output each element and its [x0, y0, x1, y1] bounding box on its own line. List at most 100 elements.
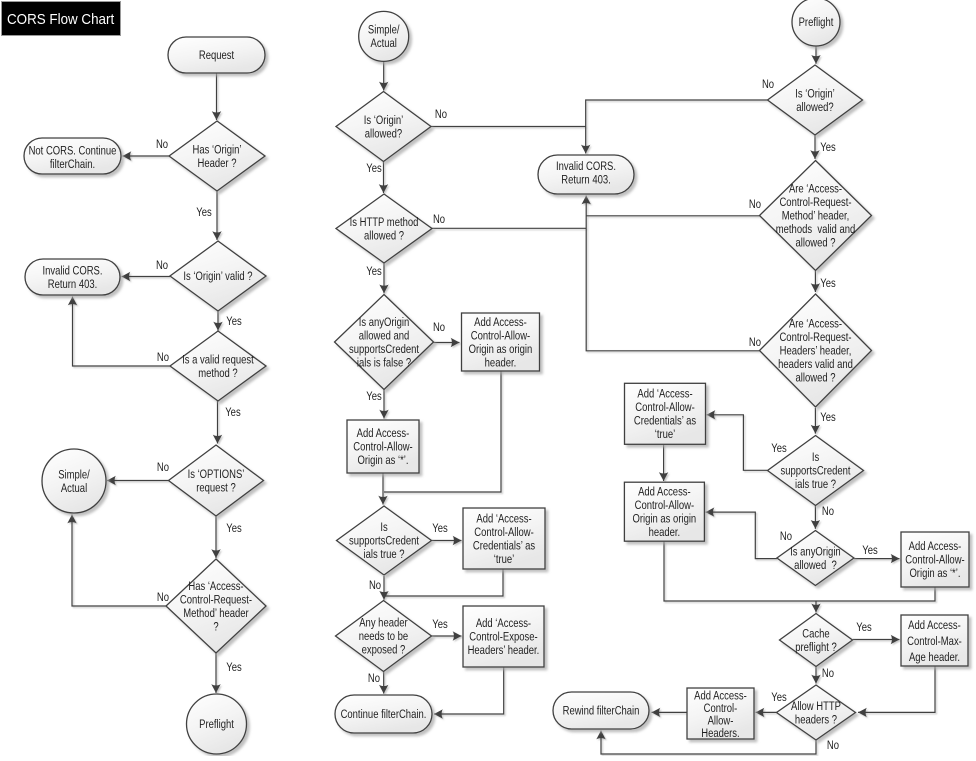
svg-text:Invalid CORS.: Invalid CORS. [43, 264, 103, 277]
svg-text:Control-Expose-: Control-Expose- [469, 631, 538, 644]
svg-text:No: No [822, 505, 834, 518]
svg-text:Is ‘Origin’ valid ?: Is ‘Origin’ valid ? [183, 270, 252, 283]
svg-text:Is: Is [380, 521, 388, 534]
svg-text:No: No [435, 108, 447, 121]
svg-text:?: ? [213, 620, 218, 633]
svg-text:Yes: Yes [432, 618, 448, 631]
svg-text:Control-: Control- [704, 702, 738, 715]
svg-text:Add ‘Access-: Add ‘Access- [476, 512, 532, 525]
svg-text:Control-Allow-: Control-Allow- [635, 401, 695, 414]
svg-text:Not CORS. Continue: Not CORS. Continue [29, 145, 117, 158]
svg-text:CORS Flow Chart: CORS Flow Chart [7, 11, 114, 28]
svg-text:Has ‘Access-: Has ‘Access- [188, 580, 244, 593]
svg-text:Yes: Yes [196, 206, 212, 219]
svg-text:Is a valid request: Is a valid request [182, 353, 254, 366]
svg-text:Control-Request-: Control-Request- [779, 331, 851, 344]
svg-text:Origin as ‘*’.: Origin as ‘*’. [357, 454, 408, 467]
svg-text:‘true’: ‘true’ [655, 428, 676, 441]
svg-text:Control-Allow-: Control-Allow- [905, 554, 965, 567]
svg-text:Are ‘Access-: Are ‘Access- [789, 183, 842, 196]
svg-text:Continue filterChain.: Continue filterChain. [341, 708, 427, 721]
svg-text:Control-Max-: Control-Max- [907, 635, 962, 648]
svg-text:allowed ?: allowed ? [364, 229, 404, 242]
svg-text:Method’ header: Method’ header [183, 607, 249, 620]
svg-text:Return 403.: Return 403. [48, 278, 97, 291]
svg-text:ials true ?: ials true ? [795, 478, 836, 491]
svg-text:Is ‘Origin’: Is ‘Origin’ [364, 114, 403, 127]
svg-text:Any header: Any header [359, 617, 408, 630]
svg-text:No: No [157, 461, 169, 474]
svg-text:Yes: Yes [226, 522, 242, 535]
svg-text:supportsCredent: supportsCredent [781, 465, 851, 478]
svg-text:allowed ?: allowed ? [796, 372, 836, 385]
svg-text:No: No [827, 739, 839, 752]
svg-text:ials true ?: ials true ? [363, 548, 404, 561]
svg-text:allowed ?: allowed ? [796, 237, 836, 250]
svg-text:Yes: Yes [820, 277, 836, 290]
svg-text:Add Access-: Add Access- [908, 619, 961, 632]
svg-text:Add ‘Access-: Add ‘Access- [637, 388, 693, 401]
svg-text:header.: header. [485, 356, 517, 369]
svg-text:Origin as origin: Origin as origin [633, 513, 697, 526]
svg-text:Yes: Yes [820, 411, 836, 424]
svg-text:No: No [156, 259, 168, 272]
svg-text:No: No [762, 78, 774, 91]
svg-text:Yes: Yes [226, 315, 242, 328]
svg-text:Control-Allow-: Control-Allow- [635, 499, 695, 512]
svg-text:Method’ header,: Method’ header, [782, 210, 850, 223]
svg-text:Allow HTTP: Allow HTTP [791, 700, 841, 713]
svg-text:Actual: Actual [371, 37, 397, 50]
svg-text:headers ?: headers ? [795, 713, 837, 726]
svg-text:Credentials’ as: Credentials’ as [473, 539, 536, 552]
svg-text:Allow-: Allow- [708, 715, 734, 728]
svg-text:preflight ?: preflight ? [795, 641, 837, 654]
svg-text:exposed ?: exposed ? [362, 644, 406, 657]
svg-text:Cache: Cache [802, 627, 829, 640]
svg-text:Is anyOrigin: Is anyOrigin [790, 545, 841, 558]
svg-text:Yes: Yes [856, 621, 872, 634]
svg-text:Rewind filterChain: Rewind filterChain [563, 705, 640, 718]
svg-text:allowed ?: allowed ? [794, 559, 837, 572]
svg-text:Return 403.: Return 403. [561, 174, 610, 187]
svg-text:Origin as ‘*’.: Origin as ‘*’. [909, 567, 960, 580]
svg-text:headers valid and: headers valid and [778, 358, 853, 371]
svg-text:Control-Allow-: Control-Allow- [353, 441, 413, 454]
svg-text:header.: header. [649, 526, 681, 539]
svg-text:No: No [780, 530, 792, 543]
svg-text:No: No [749, 336, 761, 349]
svg-text:Are ‘Access-: Are ‘Access- [789, 318, 842, 331]
svg-text:‘true’: ‘true’ [494, 553, 515, 566]
svg-text:Is anyOrigin: Is anyOrigin [359, 316, 410, 329]
svg-text:No: No [157, 591, 169, 604]
svg-text:Origin as origin: Origin as origin [469, 343, 533, 356]
svg-text:Control-Request-: Control-Request- [180, 593, 252, 606]
svg-text:Yes: Yes [366, 162, 382, 175]
svg-text:No: No [822, 667, 834, 680]
svg-text:Is HTTP method: Is HTTP method [350, 216, 419, 229]
svg-text:Credentials’ as: Credentials’ as [634, 415, 697, 428]
svg-text:allowed?: allowed? [365, 127, 402, 140]
svg-text:allowed and: allowed and [359, 329, 410, 342]
svg-text:supportsCredent: supportsCredent [349, 343, 419, 356]
svg-text:Add Access-: Add Access- [357, 427, 410, 440]
svg-text:Has ‘Origin’: Has ‘Origin’ [193, 143, 242, 156]
svg-text:Add Access-: Add Access- [694, 689, 747, 702]
svg-text:No: No [433, 213, 445, 226]
svg-text:Add ‘Access-: Add ‘Access- [476, 617, 532, 630]
svg-text:Yes: Yes [366, 265, 382, 278]
svg-text:Header ?: Header ? [198, 157, 237, 170]
svg-text:Control-Allow-: Control-Allow- [471, 329, 531, 342]
svg-text:Control-Allow-: Control-Allow- [474, 526, 534, 539]
svg-text:No: No [433, 321, 445, 334]
svg-text:Headers.: Headers. [701, 727, 739, 740]
svg-text:No: No [749, 198, 761, 211]
svg-text:Preflight: Preflight [799, 16, 834, 29]
svg-text:Invalid CORS.: Invalid CORS. [556, 160, 616, 173]
svg-text:filterChain.: filterChain. [50, 158, 95, 171]
svg-text:Yes: Yes [862, 544, 878, 557]
svg-text:Age header.: Age header. [909, 651, 960, 664]
svg-text:Yes: Yes [820, 141, 836, 154]
svg-text:Preflight: Preflight [199, 718, 234, 731]
svg-text:Add Access-: Add Access- [474, 316, 527, 329]
svg-text:Headers’ header,: Headers’ header, [780, 345, 852, 358]
